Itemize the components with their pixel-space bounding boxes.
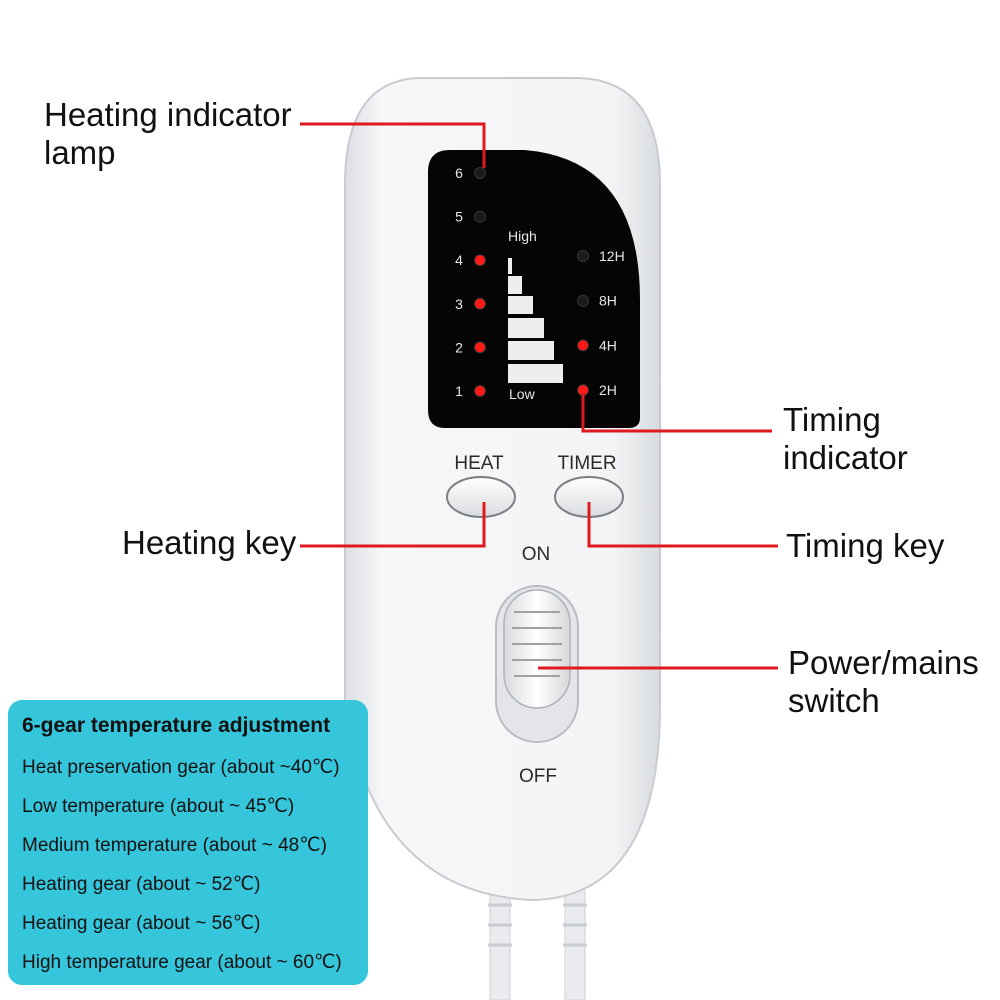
timer-label: 8H <box>599 293 617 309</box>
callout-heating-key: Heating key <box>122 524 297 561</box>
heat-level-led <box>474 385 486 397</box>
info-list: Heat preservation gear (about ~40℃) Low t… <box>22 758 342 992</box>
switch-on-label: ON <box>522 544 551 565</box>
callout-line-timing-key <box>587 502 778 548</box>
callout-line-heating-indicator <box>300 122 486 168</box>
callout-heating-indicator: Heating indicator lamp <box>44 96 292 171</box>
timer-label: 12H <box>599 248 625 264</box>
heat-level-led <box>474 341 486 354</box>
heat-level-led <box>474 297 486 310</box>
info-list-item: Low temperature (about ~ 45℃) <box>22 796 295 817</box>
info-list-item: Heating gear (about ~ 52℃) <box>22 874 261 895</box>
info-list-item: Heat preservation gear (about ~40℃) <box>22 757 340 778</box>
info-list-item: Medium temperature (about ~ 48℃) <box>22 835 327 856</box>
callout-line-heating-key <box>300 502 486 548</box>
heat-level-leds: 6 5 4 3 2 1 <box>455 165 486 399</box>
scale-low-label: Low <box>509 386 536 402</box>
info-title: 6-gear temperature adjustment <box>22 714 331 737</box>
heat-level-label: 4 <box>455 252 463 268</box>
info-list-item: High temperature gear (about ~ 60℃) <box>22 952 342 973</box>
callout-power-switch: Power/mains switch <box>788 644 979 719</box>
timer-led <box>577 294 589 307</box>
switch-off-label: OFF <box>519 766 557 787</box>
heat-level-label: 5 <box>455 209 463 225</box>
temperature-info-box: 6-gear temperature adjustment Heat prese… <box>8 700 368 985</box>
callout-timing-key: Timing key <box>786 527 945 564</box>
callout-lines <box>300 122 778 670</box>
heat-level-bars <box>508 258 563 383</box>
timer-label: 2H <box>599 382 617 398</box>
timer-leds: 12H 8H 4H 2H <box>577 248 625 398</box>
heat-level-label: 1 <box>455 383 463 399</box>
timer-button-label: TIMER <box>557 453 616 474</box>
switch-grip-lines <box>512 611 562 677</box>
heat-level-led <box>474 210 486 223</box>
timer-led <box>577 250 589 262</box>
callout-line-timing-indicator <box>581 393 772 433</box>
heat-level-label: 2 <box>455 339 463 355</box>
power-switch[interactable] <box>503 589 571 709</box>
heat-level-label: 3 <box>455 296 463 312</box>
info-list-item: Heating gear (about ~ 56℃) <box>22 913 261 934</box>
callout-timing-indicator: Timing indicator <box>783 401 908 476</box>
timer-led <box>577 339 589 352</box>
heat-level-led <box>474 167 486 179</box>
heat-button-label: HEAT <box>454 453 504 474</box>
heat-level-label: 6 <box>455 165 463 181</box>
heat-level-led <box>474 254 486 267</box>
timer-label: 4H <box>599 337 617 353</box>
scale-high-label: High <box>508 228 537 244</box>
heat-button[interactable] <box>446 476 516 518</box>
